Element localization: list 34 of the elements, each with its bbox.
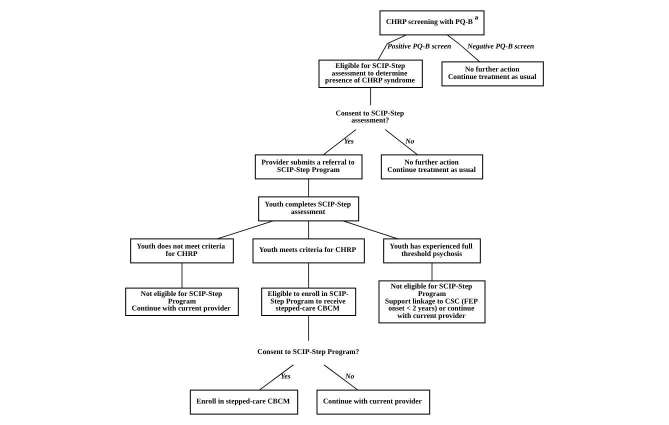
node-box: Enroll in stepped-care CBCM xyxy=(190,390,298,415)
node-box: Not eligible for SCIP-Step Program Continue with current provider xyxy=(125,288,239,316)
edge-label: Yes xyxy=(280,372,290,381)
connector xyxy=(308,220,310,240)
connector xyxy=(378,34,407,60)
node-box: Continue with current provider xyxy=(316,390,430,415)
edge-label: No xyxy=(405,136,414,146)
connector xyxy=(446,34,480,62)
edge-label: Yes xyxy=(344,136,354,146)
connector xyxy=(384,129,418,156)
node-box: Eligible for SCIP-Step assessment to determine presence of CHRP syndrome xyxy=(318,60,423,88)
edge-label: Positive PQ-B screen xyxy=(387,42,452,51)
node-box: Youth meets criteria for CHRP xyxy=(252,238,365,264)
connector xyxy=(308,178,310,198)
connector xyxy=(217,220,274,240)
connector xyxy=(259,364,294,390)
node-text: Consent to SCIP-Step Program? xyxy=(257,347,360,356)
connector xyxy=(342,220,398,240)
connector xyxy=(324,364,358,390)
edge-label: Negative PQ-B screen xyxy=(467,42,534,51)
node-box: No further action Continue treatment as usual xyxy=(442,61,544,86)
connector xyxy=(308,315,310,342)
node-box: Youth does not meet criteria for CHRP xyxy=(130,238,234,264)
node-box: Eligible to enroll in SCIP-Step Program to receive stepped-care CBCM xyxy=(261,288,356,316)
connector xyxy=(308,262,310,289)
edge-label: No xyxy=(345,372,354,381)
node-text: Consent to SCIP-Step assessment? xyxy=(336,108,404,125)
node-box: Youth has experienced full threshold psychosis xyxy=(383,238,481,264)
connector xyxy=(323,129,356,156)
node-box: Provider submits a referral to SCIP-Step Program xyxy=(254,154,362,180)
node-box: Not eligible for SCIP-Step Program Support linkage to CSC (FEP onset < 2 years) or continue with current provider xyxy=(378,280,486,324)
connector xyxy=(370,87,372,106)
node-box: Youth completes SCIP-Step assessment xyxy=(258,196,360,222)
node-box: No further action Continue treatment as usual xyxy=(380,154,484,180)
